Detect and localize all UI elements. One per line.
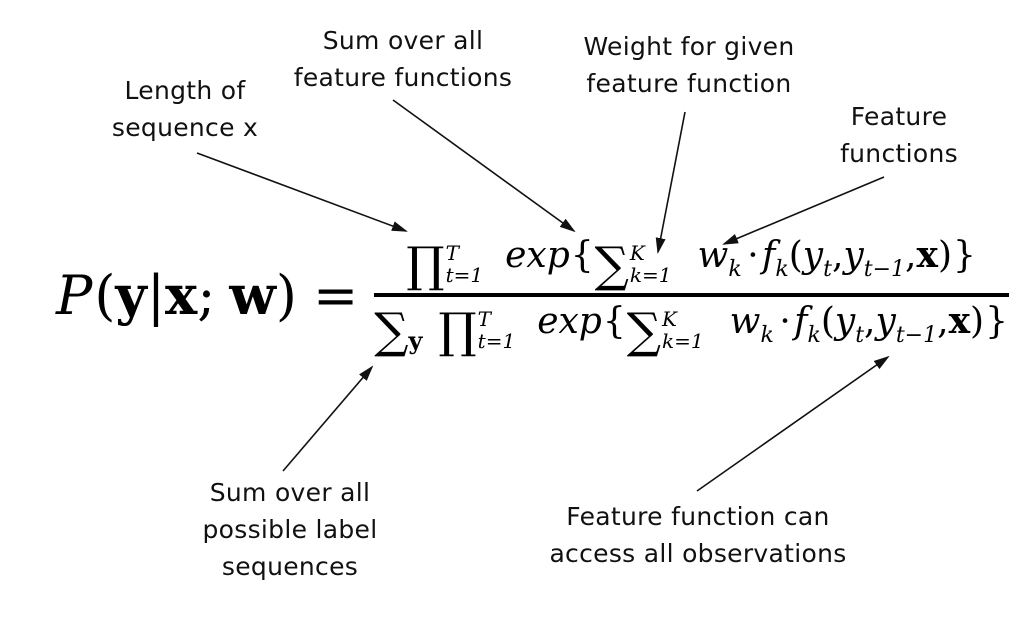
comma: ,: [864, 301, 876, 342]
product-operator: ∏: [406, 237, 445, 293]
probability-symbol: P: [56, 264, 93, 327]
comma: ,: [831, 235, 844, 276]
sum-operator: ∑: [594, 237, 629, 293]
note-line: Weight for given: [583, 32, 795, 61]
fraction-bar: [374, 293, 1009, 297]
note-line: sequences: [221, 552, 359, 581]
args-left-paren: (: [820, 301, 835, 342]
note-line: feature functions: [293, 63, 513, 92]
observations-var: x: [916, 234, 938, 276]
product-limits: T t=1: [445, 240, 484, 287]
weight-vector-var: w: [229, 263, 276, 327]
observation-sequence-var: x: [165, 263, 198, 327]
observations-var: x: [948, 300, 971, 342]
note-sum-over-feature-functions: Sum over all feature functions: [263, 22, 543, 96]
lhs-right-paren: ): [275, 264, 297, 327]
note-sum-over-label-sequences: Sum over all possible label sequences: [175, 474, 405, 585]
sum-limits: K k=1: [629, 240, 672, 287]
comma: ,: [905, 235, 917, 276]
product-operator: ∏: [438, 303, 477, 359]
weight-var: w: [697, 235, 729, 276]
product-lower-limit: t=1: [477, 329, 516, 353]
right-brace: }: [952, 235, 976, 276]
arrow-weight-for-feature-function: [655, 111, 686, 254]
exp-text: exp: [537, 301, 602, 342]
note-weight-for-feature-function: Weight for given feature function: [549, 28, 829, 102]
product-upper-limit: T: [477, 306, 492, 331]
label-sequence-var: y: [115, 263, 147, 327]
note-feature-functions: Feature functions: [809, 98, 989, 172]
weight-subscript: k: [728, 257, 742, 282]
feature-function-subscript: k: [807, 323, 821, 348]
weight-var: w: [729, 301, 761, 342]
note-line: sequence x: [111, 113, 259, 142]
equals-sign: =: [313, 264, 359, 327]
sum-lower-limit: k=1: [629, 263, 672, 287]
lhs-left-paren: (: [94, 264, 116, 327]
feature-function-var: f: [794, 301, 808, 342]
arrow-feature-function-access: [696, 355, 890, 492]
exp-text: exp: [505, 235, 570, 276]
label-t-var: y: [802, 235, 824, 276]
args-right-paren: ): [970, 301, 985, 342]
label-t-subscript: t: [855, 323, 865, 348]
note-line: Feature function can: [566, 502, 830, 531]
semicolon: ;: [197, 264, 216, 327]
conditional-bar: |: [146, 264, 166, 327]
comma: ,: [937, 301, 949, 342]
label-t-var: y: [834, 301, 856, 342]
equation-lhs: P(y|x;w) =: [56, 263, 358, 327]
note-line: access all observations: [549, 539, 847, 568]
args-right-paren: ): [937, 235, 952, 276]
label-t-minus-1-subscript: t−1: [895, 323, 938, 348]
sum-over-labels-subscript: y: [408, 326, 423, 355]
note-length-of-sequence: Length of sequence x: [75, 72, 295, 146]
sum-over-labels-operator: ∑: [374, 303, 409, 359]
right-brace: }: [985, 301, 1008, 342]
label-t-minus-1-subscript: t−1: [863, 257, 906, 282]
note-feature-function-access: Feature function can access all observat…: [518, 498, 878, 572]
sum-upper-limit: K: [662, 306, 677, 331]
args-left-paren: (: [788, 235, 803, 276]
arrow-length-of-sequence: [196, 152, 408, 232]
note-line: possible label: [202, 515, 378, 544]
left-brace: {: [602, 301, 626, 342]
multiplication-dot: ⋅: [778, 301, 792, 342]
note-line: feature function: [586, 69, 792, 98]
note-line: Sum over all: [209, 478, 371, 507]
left-brace: {: [570, 235, 594, 276]
sum-upper-limit: K: [629, 240, 645, 265]
label-t-minus-1-var: y: [843, 235, 864, 276]
arrow-sum-over-label-sequences: [282, 365, 374, 472]
sum-operator: ∑: [626, 303, 662, 359]
arrow-sum-over-feature-functions: [392, 99, 576, 233]
feature-function-var: f: [762, 235, 776, 276]
multiplication-dot: ⋅: [746, 235, 760, 276]
label-t-minus-1-var: y: [875, 301, 896, 342]
sum-lower-limit: k=1: [662, 329, 704, 353]
weight-subscript: k: [760, 323, 774, 348]
feature-function-subscript: k: [775, 257, 789, 282]
note-line: Length of: [124, 76, 246, 105]
product-limits: T t=1: [477, 306, 516, 353]
sum-limits: K k=1: [662, 306, 704, 353]
product-upper-limit: T: [445, 240, 459, 265]
label-t-subscript: t: [823, 257, 832, 282]
note-line: Feature: [850, 102, 948, 131]
note-line: functions: [840, 139, 958, 168]
note-line: Sum over all: [322, 26, 484, 55]
product-lower-limit: t=1: [445, 263, 484, 287]
